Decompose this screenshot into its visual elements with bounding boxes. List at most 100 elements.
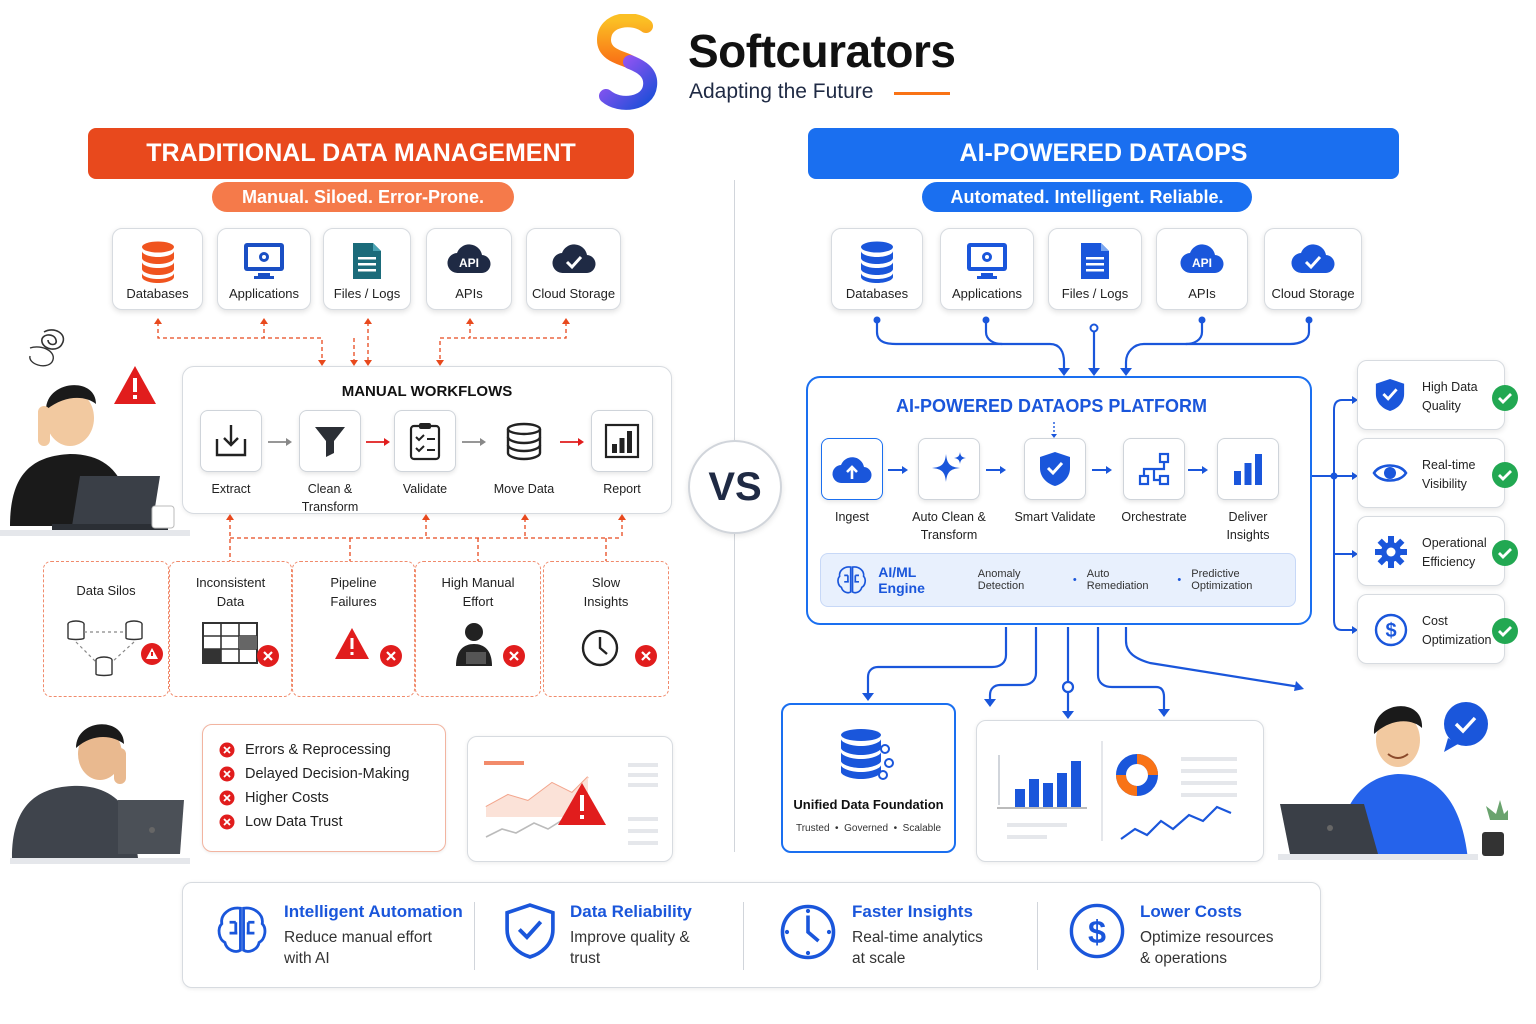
vs-badge: VS: [688, 440, 782, 534]
problem-label: Data Silos: [76, 583, 136, 598]
svg-text:$: $: [1385, 620, 1396, 642]
feature-divider: [743, 902, 744, 970]
check-icon: [1492, 385, 1518, 411]
feature-title: Intelligent Automation: [284, 902, 463, 921]
feature-title: Faster Insights: [852, 902, 973, 921]
left-step-report: Report: [590, 410, 654, 498]
consequence-item: Higher Costs: [219, 790, 409, 806]
right-subtitle: Automated. Intelligent. Reliable.: [950, 186, 1224, 207]
left-subtitle: Manual. Siloed. Error-Prone.: [241, 186, 485, 207]
tagline-underline: [894, 92, 950, 95]
foundation-tags: Trusted • Governed • Scalable: [795, 823, 942, 834]
problem-inconsistent-data: Inconsistent Data: [169, 561, 292, 697]
left-source-label: Databases: [126, 286, 189, 301]
left-step-arrows: [268, 438, 584, 446]
right-step-smart-validate: Smart Validate: [1010, 438, 1100, 526]
problem-label-line2: Failures: [330, 593, 377, 609]
left-step-extract: Extract: [200, 410, 262, 498]
feature-desc: Optimize resources& operations: [1140, 929, 1274, 967]
right-step-arrows: [888, 466, 1208, 474]
right-step-orchestrate: Orchestrate: [1116, 438, 1192, 526]
platform-title: AI-POWERED DATAOPS PLATFORM: [896, 396, 1207, 416]
chat-check-icon: [1444, 702, 1488, 752]
right-step-deliver-insights: Deliver Insights: [1206, 438, 1290, 544]
feature-desc: Improve quality &trust: [570, 929, 690, 967]
bar-report-icon: [604, 423, 640, 459]
clock-icon: [780, 904, 836, 960]
feature-divider: [1037, 902, 1038, 970]
left-source-label: Applications: [228, 286, 300, 301]
benefit-connectors: [1312, 396, 1358, 634]
problem-label: Pipeline: [330, 575, 377, 590]
vs-label: VS: [708, 464, 762, 509]
database-icon: [861, 241, 893, 283]
left-step-clean-transform: Clean & Transform: [286, 410, 374, 516]
error-x-icon: [503, 645, 525, 667]
consequence-item: Errors & Reprocessing: [219, 742, 409, 758]
foundation-title: Unified Data Foundation: [793, 797, 944, 812]
stressed-person-illustration: [0, 329, 190, 536]
step-label: Smart Validate: [1014, 510, 1096, 524]
monitor-gear-icon: [244, 243, 284, 279]
problem-pipeline-failures: Pipeline Failures: [292, 561, 415, 697]
file-icon: [353, 243, 381, 279]
warning-icon: [335, 628, 369, 659]
left-source-applications: Applications: [217, 228, 311, 310]
unified-data-foundation: Unified Data Foundation Trusted • Govern…: [781, 703, 956, 853]
error-x-icon: [380, 645, 402, 667]
left-source-databases: Databases: [112, 228, 203, 310]
problem-data-silos: Data Silos: [43, 561, 169, 697]
worried-person-illustration: [10, 724, 190, 864]
download-tray-icon: [215, 425, 247, 457]
consequence-item: Delayed Decision-Making: [219, 766, 409, 782]
left-source-label: APIs: [455, 286, 483, 301]
bar-chart-icon: [1234, 454, 1262, 485]
check-icon: [1492, 618, 1518, 644]
check-icon: [1492, 540, 1518, 566]
gear-icon: [1375, 536, 1407, 568]
right-source-databases: Databases: [831, 228, 923, 310]
cloud-upload-icon: [832, 457, 872, 484]
right-source-connectors: [873, 316, 1313, 376]
consequence-item: Low Data Trust: [219, 814, 409, 830]
right-source-applications: Applications: [940, 228, 1034, 310]
cloud-check-icon: [1291, 244, 1335, 274]
happy-person-illustration: [1278, 706, 1508, 860]
right-step-auto-clean: Auto Clean & Transform: [906, 438, 992, 544]
filter-icon: [315, 427, 345, 457]
error-badge-icon: [141, 643, 163, 665]
right-source-label: Applications: [951, 286, 1023, 301]
left-source-apis: API APIs: [426, 228, 512, 310]
svg-text:API: API: [1192, 256, 1212, 270]
right-source-label: Databases: [845, 286, 909, 301]
right-source-cloud-storage: Cloud Storage: [1264, 228, 1362, 310]
brand-name: Softcurators: [688, 25, 956, 77]
left-step-move-data: Move Data: [486, 410, 562, 498]
feature-title: Data Reliability: [570, 902, 692, 921]
sparkle-icon: [932, 452, 966, 482]
cloud-check-icon: [551, 244, 596, 274]
problem-label-line2: Data: [216, 593, 245, 609]
brain-icon: [217, 906, 267, 953]
bullet-dot: •: [1177, 574, 1182, 586]
svg-text:API: API: [459, 256, 479, 270]
shield-check-icon: [1375, 379, 1405, 411]
right-source-files-logs: Files / Logs: [1048, 228, 1142, 310]
benefit-label-line2: Visibility: [1422, 476, 1467, 491]
error-x-icon: [219, 742, 235, 758]
benefit-label-line2: Efficiency: [1422, 554, 1476, 569]
database-network-icon: [841, 729, 894, 780]
check-icon: [1492, 462, 1518, 488]
api-cloud-icon: API: [1180, 244, 1224, 274]
error-x-icon: [219, 790, 235, 806]
left-problem-connectors: [226, 514, 626, 562]
logo-s-icon: [596, 13, 658, 110]
error-x-icon: [219, 814, 235, 830]
svg-text:$: $: [1088, 914, 1106, 950]
right-source-label: Cloud Storage: [1271, 286, 1355, 301]
dashboard-chart-icon: [997, 741, 1237, 841]
left-step-validate: Validate: [394, 410, 456, 498]
problem-high-manual-effort: High Manual Effort: [415, 561, 541, 697]
